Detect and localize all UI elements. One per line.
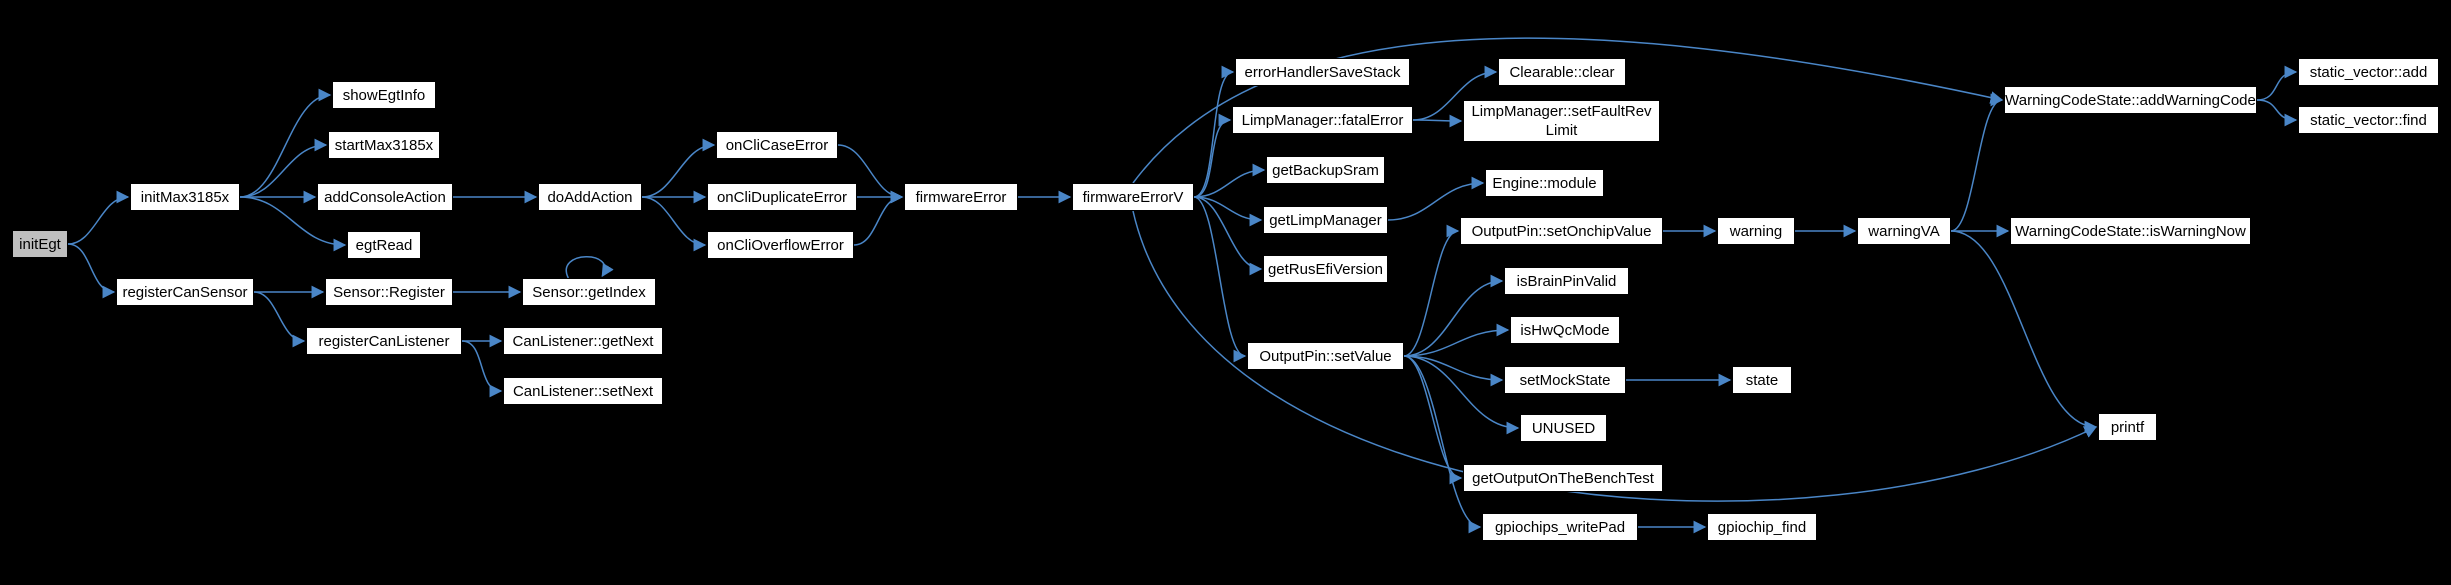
edge-SensorGetIndex-to-SensorGetIndex [565, 256, 614, 279]
edge-getLimpManager-to-EngineModule [1387, 176, 1485, 221]
node-setmockstate[interactable]: setMockState [1504, 366, 1626, 394]
edge-initMax3185x-to-startMax3185x [239, 138, 328, 198]
edge-warningVA-to-WCSaddWarningCode [1950, 93, 2004, 232]
node-ishwqcmode[interactable]: isHwQcMode [1510, 316, 1620, 344]
node-registercanlistener[interactable]: registerCanListener [306, 327, 462, 355]
node-canlistener-getnext[interactable]: CanListener::getNext [503, 327, 663, 355]
node-getbackupsram[interactable]: getBackupSram [1266, 156, 1385, 184]
edge-initMax3185x-to-egtRead [239, 196, 347, 252]
edge-initEgt-to-registerCanSensor [67, 243, 116, 299]
node-sensor-getindex[interactable]: Sensor::getIndex [522, 278, 656, 306]
node-state[interactable]: state [1732, 366, 1792, 394]
edge-initEgt-to-initMax3185x [67, 190, 130, 245]
edge-doAddAction-to-onCliOverflowError [641, 196, 707, 252]
node-initegt[interactable]: initEgt [12, 230, 68, 258]
edge-warningVA-to-printf [1950, 230, 2098, 434]
node-firmwareerrorv[interactable]: firmwareErrorV [1072, 183, 1194, 211]
node-egtread[interactable]: egtRead [347, 231, 421, 259]
edge-registerCanListener-to-CanListenerSetNext [461, 340, 503, 398]
edge-onCliOverflowError-to-firmwareError [853, 190, 904, 246]
edge-OutputPinSetValue-to-UNUSED [1403, 355, 1520, 435]
edge-firmwareErrorV-to-getRusEfiVersion [1193, 196, 1263, 276]
node-gpiochips-writepad[interactable]: gpiochips_writePad [1482, 513, 1638, 541]
edge-OutputPinSetValue-to-getOutputOnTheBenchTest [1403, 355, 1463, 485]
edge-initMax3185x-to-showEgtInfo [239, 88, 332, 198]
node-showegtinfo[interactable]: showEgtInfo [332, 81, 436, 109]
node-onclioverflowerror[interactable]: onCliOverflowError [707, 231, 854, 259]
edge-OutputPinSetValue-to-setMockState [1403, 355, 1504, 387]
edge-LimpManagerFatalError-to-ClearableClear [1412, 65, 1498, 121]
node-getrusefiversion[interactable]: getRusEfiVersion [1263, 255, 1388, 283]
edge-firmwareErrorV-to-errorHandlerSaveStack [1193, 65, 1235, 198]
node-oncliduplicateerror[interactable]: onCliDuplicateError [707, 183, 857, 211]
edge-OutputPinSetValue-to-isBrainPinValid [1403, 274, 1504, 357]
edge-OutputPinSetValue-to-isHwQcMode [1403, 323, 1510, 357]
edge-OutputPinSetValue-to-OutputPinSetOnchipValue [1403, 224, 1460, 357]
node-gpiochip-find[interactable]: gpiochip_find [1707, 513, 1817, 541]
edge-WCSaddWarningCode-to-svAdd [2256, 65, 2298, 101]
node-engine-module[interactable]: Engine::module [1485, 169, 1604, 197]
node-outputpin-setonchipvalue[interactable]: OutputPin::setOnchipValue [1460, 217, 1663, 245]
edge-firmwareErrorV-to-getBackupSram [1193, 163, 1266, 198]
node-outputpin-setvalue[interactable]: OutputPin::setValue [1247, 342, 1404, 370]
edge-registerCanSensor-to-registerCanListener [253, 291, 306, 348]
node-warningcodestate-iswarningnow[interactable]: WarningCodeState::isWarningNow [2010, 217, 2251, 245]
node-static-vector-find[interactable]: static_vector::find [2298, 106, 2439, 134]
edge-firmwareErrorV-to-getLimpManager [1193, 196, 1263, 227]
node-firmwareerror[interactable]: firmwareError [904, 183, 1018, 211]
edge-firmwareErrorV-to-WCSaddWarningCode [1132, 37, 2004, 184]
node-getoutputonthebenchtest[interactable]: getOutputOnTheBenchTest [1463, 464, 1663, 492]
node-unused[interactable]: UNUSED [1520, 414, 1607, 442]
node-warningcodestate-addwarningcode[interactable]: WarningCodeState::addWarningCode [2004, 86, 2257, 114]
node-startmax3185x[interactable]: startMax3185x [328, 131, 440, 159]
edge-firmwareErrorV-to-OutputPinSetValue [1193, 196, 1247, 363]
edge-doAddAction-to-onCliCaseError [641, 138, 716, 198]
node-onclicaseerror[interactable]: onCliCaseError [716, 131, 838, 159]
node-getlimpmanager[interactable]: getLimpManager [1263, 206, 1388, 234]
node-errorhandlersavestack[interactable]: errorHandlerSaveStack [1235, 58, 1410, 86]
node-sensor-register[interactable]: Sensor::Register [325, 278, 453, 306]
node-doaddaction[interactable]: doAddAction [538, 183, 642, 211]
node-limpmanager-fatalerror[interactable]: LimpManager::fatalError [1232, 106, 1413, 134]
node-warningva[interactable]: warningVA [1857, 217, 1951, 245]
node-isbrainpinvalid[interactable]: isBrainPinValid [1504, 267, 1629, 295]
node-addconsoleaction[interactable]: addConsoleAction [317, 183, 453, 211]
node-initmax3185x[interactable]: initMax3185x [130, 183, 240, 211]
node-static-vector-add[interactable]: static_vector::add [2298, 58, 2439, 86]
edge-OutputPinSetValue-to-gpiochipsWritePad [1403, 355, 1482, 534]
node-limpmanager-setfaultrev-limit[interactable]: LimpManager::setFaultRev Limit [1463, 100, 1660, 142]
edge-WCSaddWarningCode-to-svFind [2256, 99, 2298, 127]
node-warning[interactable]: warning [1717, 217, 1795, 245]
edge-firmwareErrorV-to-LimpManagerFatalError [1193, 113, 1232, 198]
node-registercansensor[interactable]: registerCanSensor [116, 278, 254, 306]
node-clearable-clear[interactable]: Clearable::clear [1498, 58, 1626, 86]
edge-LimpManagerFatalError-to-LimpManagerSetFaultRevLimit [1412, 114, 1463, 128]
node-canlistener-setnext[interactable]: CanListener::setNext [503, 377, 663, 405]
node-printf[interactable]: printf [2098, 413, 2157, 441]
